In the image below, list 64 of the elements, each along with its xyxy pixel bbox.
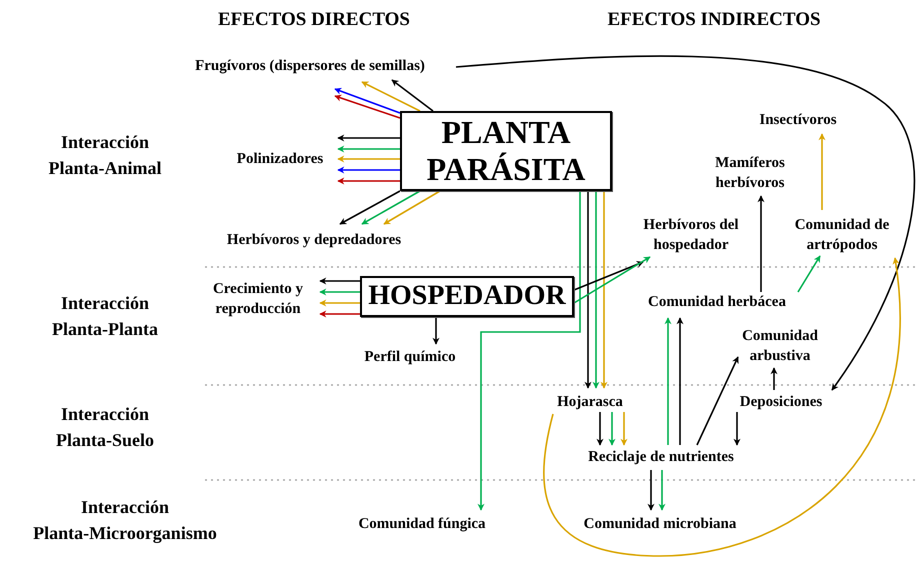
arrow [734, 412, 740, 446]
node-label: Herbívoros del hospedador [642, 216, 740, 255]
node-label: Comunidad fúngica [358, 514, 486, 534]
arrow [319, 300, 360, 306]
arrow [596, 412, 604, 446]
node-label: Polinizadores [236, 150, 324, 169]
curved-arrow [543, 257, 901, 557]
arrow [608, 412, 616, 446]
arrow [319, 310, 360, 318]
arrow [658, 470, 666, 511]
arrow [319, 288, 360, 296]
node-label: Insectívoros [759, 110, 837, 130]
arrow [620, 412, 628, 446]
arrow [337, 146, 400, 152]
node-label: Herbívoros y depredadores [226, 230, 402, 250]
arrow [478, 191, 581, 511]
row-label: Interacción Planta-Animal [48, 130, 162, 180]
arrow [770, 367, 778, 390]
node-label: Mamíferos herbívoros [714, 154, 786, 193]
row-label: Interacción Planta-Planta [52, 292, 158, 341]
arrow [574, 256, 651, 304]
arrow [592, 191, 600, 389]
column-heading: EFECTOS DIRECTOS [218, 9, 410, 31]
arrow [361, 81, 420, 112]
arrow [432, 317, 440, 345]
arrow [818, 133, 826, 210]
process-box [400, 111, 612, 191]
arrow [383, 190, 440, 225]
column-heading: EFECTOS INDIRECTOS [607, 9, 821, 31]
arrow [334, 94, 400, 119]
arrow [696, 356, 739, 446]
arrow [600, 191, 608, 389]
arrow [337, 156, 400, 162]
arrow [758, 195, 764, 292]
row-label: Interacción Planta-Microorganismo [33, 496, 217, 545]
box-title: PLANTA PARÁSITA [426, 114, 586, 188]
arrow [337, 134, 400, 142]
node-label: Comunidad microbiana [584, 514, 736, 534]
arrow [676, 317, 684, 445]
node-label: Comunidad arbustiva [741, 326, 819, 366]
curved-arrow [456, 55, 915, 391]
node-label: Comunidad herbácea [648, 292, 786, 312]
node-label: Perfil químico [364, 348, 456, 367]
arrow [648, 470, 654, 511]
node-label: Crecimiento y reproducción [212, 280, 304, 319]
arrow [574, 261, 644, 291]
box-title: HOSPEDADOR [368, 280, 566, 313]
arrow [339, 190, 400, 225]
arrow [337, 166, 400, 174]
arrow [664, 317, 672, 445]
node-label: Reciclaje de nutrientes [588, 448, 734, 467]
arrow [391, 79, 434, 112]
node-label: Comunidad de artrópodos [794, 216, 890, 255]
row-label: Interacción Planta-Suelo [56, 402, 154, 452]
arrow [319, 278, 360, 284]
arrow [797, 255, 821, 292]
arrow [584, 191, 592, 389]
node-label: Hojarasca [557, 392, 623, 412]
arrow [337, 178, 400, 184]
arrow [334, 88, 400, 114]
arrow [361, 190, 420, 225]
node-label: Deposiciones [740, 392, 822, 412]
node-label: Frugívoros (dispersores de semillas) [195, 56, 425, 76]
process-box [360, 276, 574, 317]
